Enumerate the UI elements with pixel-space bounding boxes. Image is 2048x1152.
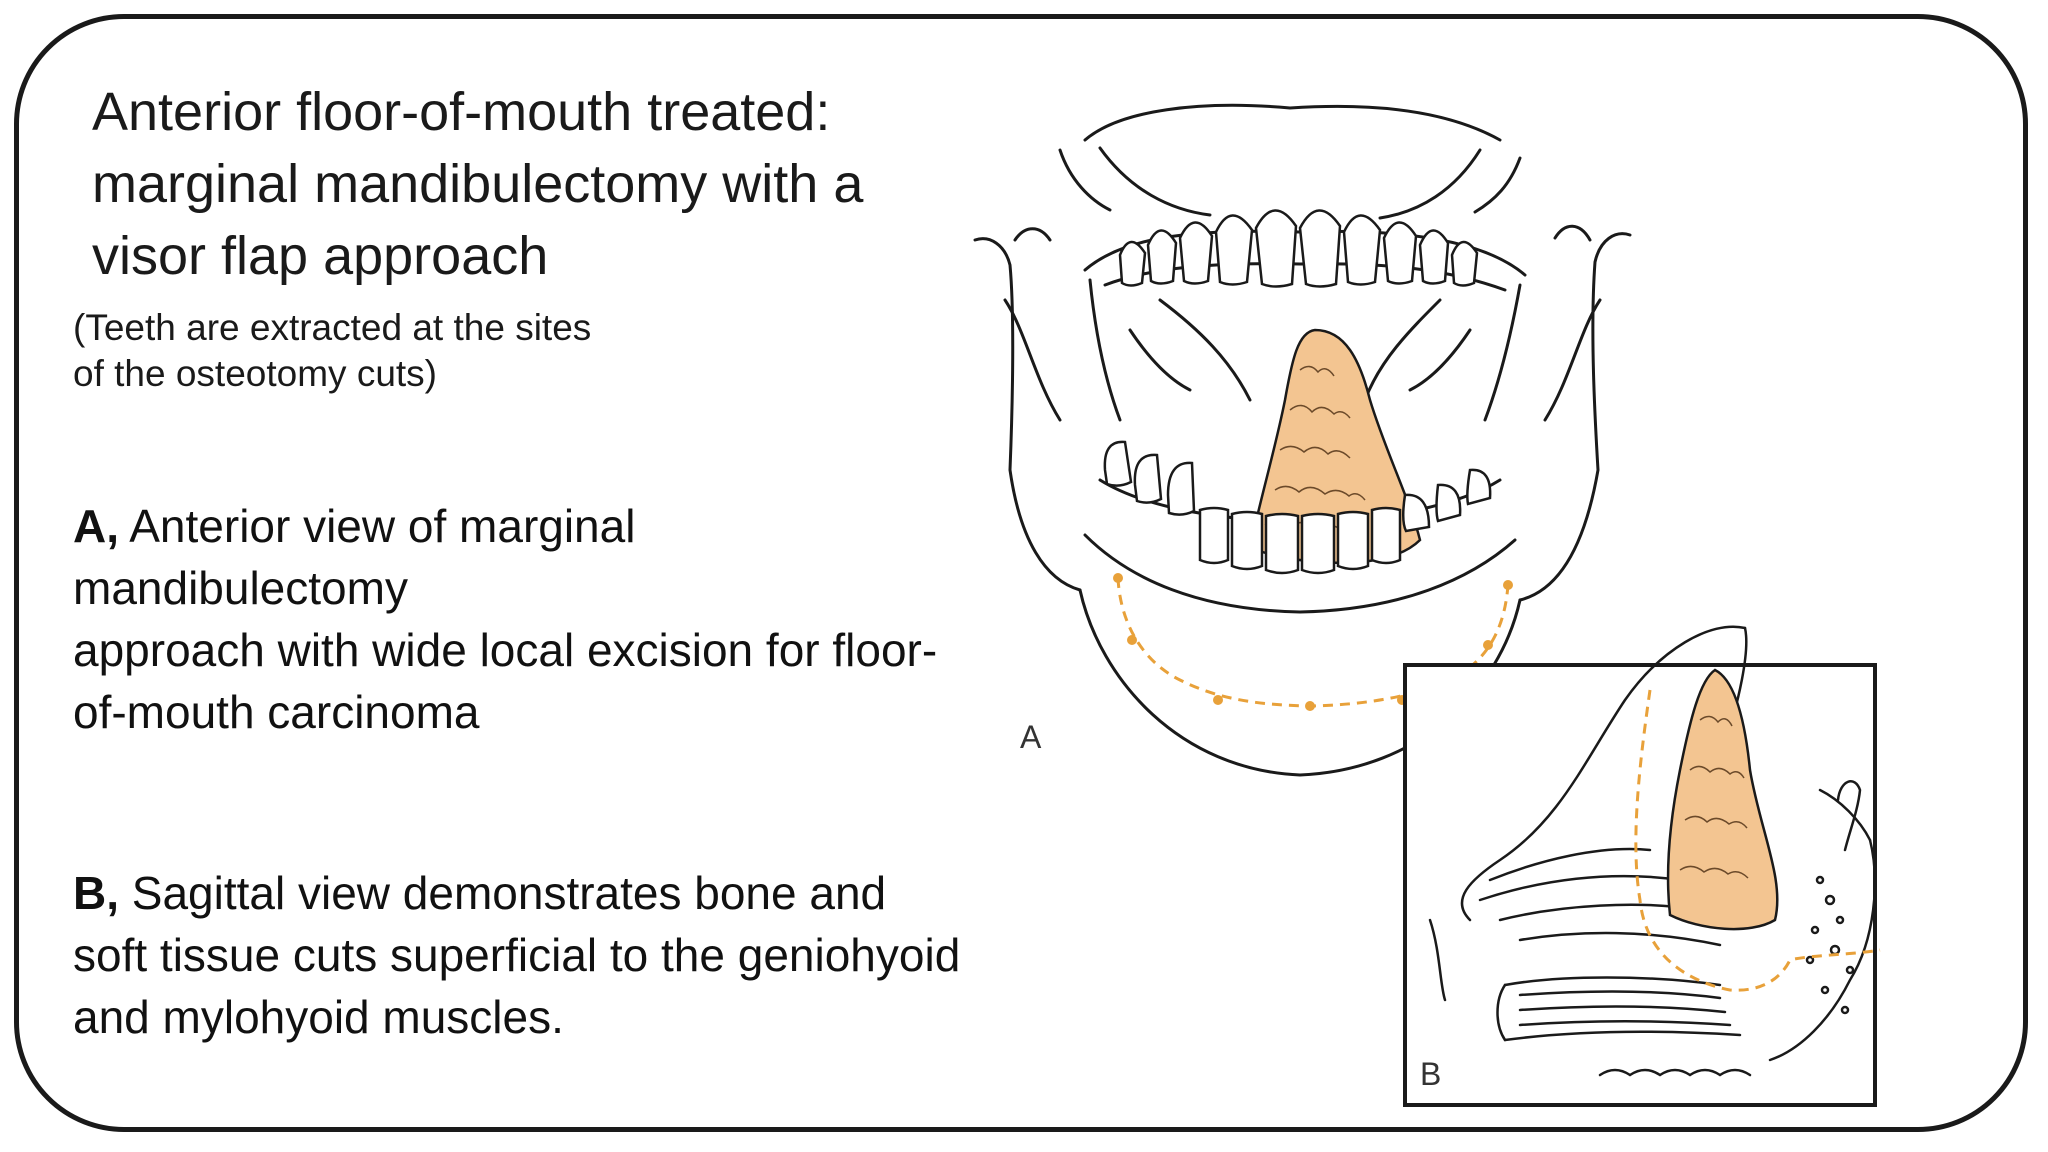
note-line-1: (Teeth are extracted at the sites bbox=[73, 307, 592, 348]
caption-b-line-1: Sagittal view demonstrates bone and bbox=[119, 867, 887, 919]
caption-a-line-4: of-mouth carcinoma bbox=[73, 686, 480, 738]
lower-teeth bbox=[1103, 440, 1492, 575]
title-line-3: visor flap approach bbox=[92, 226, 549, 286]
upper-teeth bbox=[1118, 209, 1479, 288]
caption-a: A, Anterior view of marginal mandibulect… bbox=[73, 495, 937, 743]
tumor-mass-b bbox=[1666, 668, 1779, 931]
caption-b-letter: B, bbox=[73, 867, 119, 919]
caption-b: B, Sagittal view demonstrates bone and s… bbox=[73, 862, 960, 1048]
caption-b-line-2: soft tissue cuts superficial to the geni… bbox=[73, 929, 961, 981]
title-line-1: Anterior floor-of-mouth treated: bbox=[92, 82, 831, 142]
caption-a-line-2: mandibulectomy bbox=[73, 562, 408, 614]
figure-b-label: B bbox=[1420, 1056, 1441, 1092]
osteotomy-cut-line-b bbox=[1634, 689, 1881, 992]
rounded-frame bbox=[14, 14, 2028, 1132]
extraction-note: (Teeth are extracted at the sites of the… bbox=[73, 305, 591, 397]
note-line-2: of the osteotomy cuts) bbox=[73, 353, 438, 394]
caption-b-line-3: and mylohyoid muscles. bbox=[73, 991, 564, 1043]
osteotomy-cut-line-a bbox=[1113, 573, 1513, 711]
title-line-2: marginal mandibulectomy with a bbox=[92, 154, 864, 214]
caption-a-letter: A, bbox=[73, 500, 119, 552]
caption-a-line-1: Anterior view of marginal bbox=[119, 500, 636, 552]
slide-title: Anterior floor-of-mouth treated: margina… bbox=[92, 76, 863, 292]
figure-a-label: A bbox=[1020, 719, 1042, 755]
tumor-texture-b bbox=[1679, 715, 1749, 879]
caption-a-line-3: approach with wide local excision for fl… bbox=[73, 624, 938, 676]
